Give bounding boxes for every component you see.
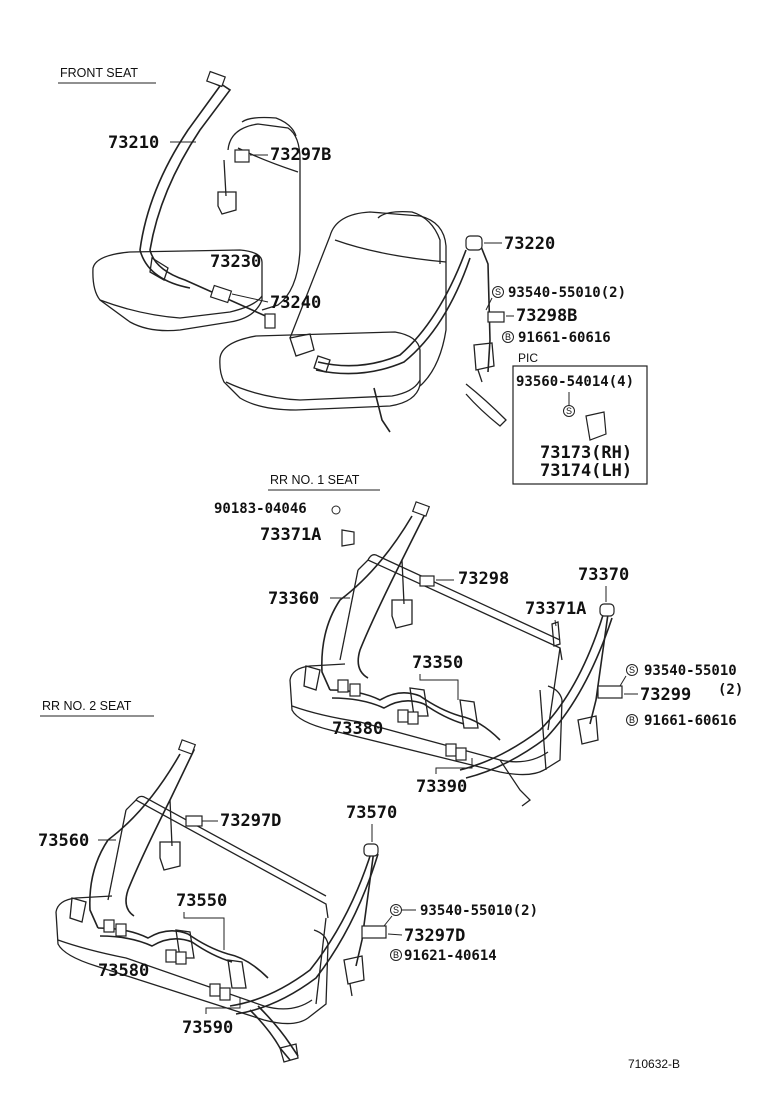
label-73299: 73299 bbox=[640, 685, 691, 705]
screw-symbol-pic bbox=[563, 405, 575, 417]
label-91661-60616-b: 91661-60616 bbox=[644, 713, 737, 729]
label-73297d-1: 73297D bbox=[220, 811, 281, 831]
label-73297d-2: 73297D bbox=[404, 926, 465, 946]
label-73550: 73550 bbox=[176, 891, 227, 911]
label-90183-04046: 90183-04046 bbox=[214, 501, 307, 517]
label-93540-55010-b-qty: (2) bbox=[718, 682, 743, 698]
label-73220: 73220 bbox=[504, 234, 555, 254]
bracket-73299-drawing bbox=[597, 685, 623, 699]
label-93540-55010-a: 93540-55010(2) bbox=[508, 285, 626, 301]
rr1-seat-group: RR NO. 1 SEAT bbox=[214, 473, 743, 807]
front-seat-title: FRONT SEAT bbox=[60, 66, 138, 80]
rr1-seat-title: RR NO. 1 SEAT bbox=[270, 473, 360, 487]
label-73590: 73590 bbox=[182, 1018, 233, 1038]
bolt-symbol-2 bbox=[626, 714, 638, 726]
rr2-seat-group: RR NO. 2 SEAT bbox=[38, 699, 538, 1063]
label-73390: 73390 bbox=[416, 777, 467, 797]
label-73297b: 73297B bbox=[270, 145, 331, 165]
screw-symbol-2-text: S bbox=[629, 665, 635, 675]
screw-symbol-1 bbox=[492, 286, 504, 298]
bolt-symbol-1-text: B bbox=[505, 332, 511, 342]
label-73240: 73240 bbox=[270, 293, 321, 313]
label-73360: 73360 bbox=[268, 589, 319, 609]
front-seat-group: FRONT SEAT bbox=[58, 66, 648, 485]
label-91621-40614: 91621-40614 bbox=[404, 948, 497, 964]
cover-part-drawing bbox=[585, 411, 607, 441]
label-73210: 73210 bbox=[108, 133, 159, 153]
label-73380: 73380 bbox=[332, 719, 383, 739]
pic-label: PIC bbox=[518, 351, 538, 365]
label-73370: 73370 bbox=[578, 565, 629, 585]
label-73580: 73580 bbox=[98, 961, 149, 981]
rr1-seat-drawing bbox=[289, 501, 615, 807]
label-73174-lh: 73174(LH) bbox=[540, 461, 632, 481]
label-91661-60616-a: 91661-60616 bbox=[518, 330, 611, 346]
screw-symbol-3-text: S bbox=[393, 905, 399, 915]
rr2-seat-drawing bbox=[55, 739, 387, 1063]
drawing-number: 710632-B bbox=[628, 1057, 680, 1071]
screw-symbol-3 bbox=[390, 904, 402, 916]
label-93560-54014: 93560-54014(4) bbox=[516, 374, 634, 390]
leader-93540-a bbox=[485, 297, 493, 311]
label-93540-55010-c: 93540-55010(2) bbox=[420, 903, 538, 919]
label-73371a-1: 73371A bbox=[260, 525, 321, 545]
label-73298b: 73298B bbox=[516, 306, 577, 326]
bracket-73297d-drawing bbox=[361, 925, 387, 939]
right-front-seat-drawing bbox=[219, 210, 507, 433]
rr2-seat-title: RR NO. 2 SEAT bbox=[42, 699, 132, 713]
screw-symbol-1-text: S bbox=[495, 287, 501, 297]
label-73371a-2: 73371A bbox=[525, 599, 586, 619]
label-73560: 73560 bbox=[38, 831, 89, 851]
left-front-seat-drawing bbox=[92, 70, 301, 332]
bolt-symbol-1 bbox=[502, 331, 514, 343]
label-73173-rh: 73173(RH) bbox=[540, 443, 632, 463]
label-73298: 73298 bbox=[458, 569, 509, 589]
label-73230: 73230 bbox=[210, 252, 261, 272]
screw-symbol-pic-text: S bbox=[566, 406, 572, 416]
screw-symbol-2 bbox=[626, 664, 638, 676]
label-73570: 73570 bbox=[346, 803, 397, 823]
leader-73240 bbox=[231, 293, 269, 303]
bolt-symbol-3-text: B bbox=[393, 950, 399, 960]
label-73350: 73350 bbox=[412, 653, 463, 673]
label-93540-55010-b: 93540-55010 bbox=[644, 663, 737, 679]
bolt-symbol-3 bbox=[390, 949, 402, 961]
bolt-symbol-2-text: B bbox=[629, 715, 635, 725]
pic-detail-box: PIC 93560-54014(4) S 73173(RH) 73174(LH) bbox=[512, 351, 648, 485]
